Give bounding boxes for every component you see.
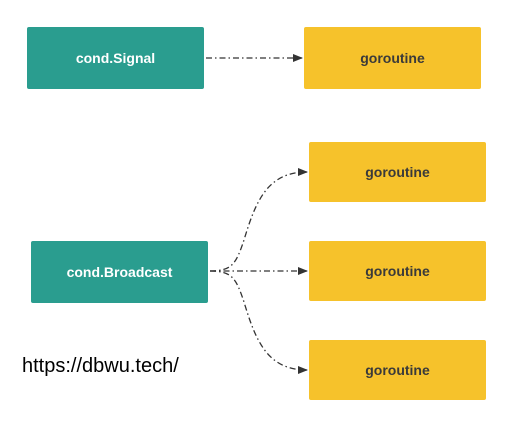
goroutine-label-1: goroutine [360,50,425,66]
watermark-url: https://dbwu.tech/ [22,355,179,377]
goroutine-label-2: goroutine [365,164,430,180]
goroutine-label-4: goroutine [365,362,430,378]
goroutine-label-3: goroutine [365,263,430,279]
edge-broadcast-to-goroutine-4 [209,270,308,374]
cond-broadcast-label: cond.Broadcast [66,264,173,280]
goroutine-node-2: goroutine [309,142,486,202]
cond-signal-label: cond.Signal [75,50,156,66]
goroutine-node-1: goroutine [304,27,481,89]
cond-broadcast-node: cond.Broadcast [31,241,208,303]
goroutine-node-3: goroutine [309,241,486,301]
cond-signal-node: cond.Signal [27,27,204,89]
goroutine-node-4: goroutine [309,340,486,400]
edge-broadcast-to-goroutine-2 [209,168,308,272]
